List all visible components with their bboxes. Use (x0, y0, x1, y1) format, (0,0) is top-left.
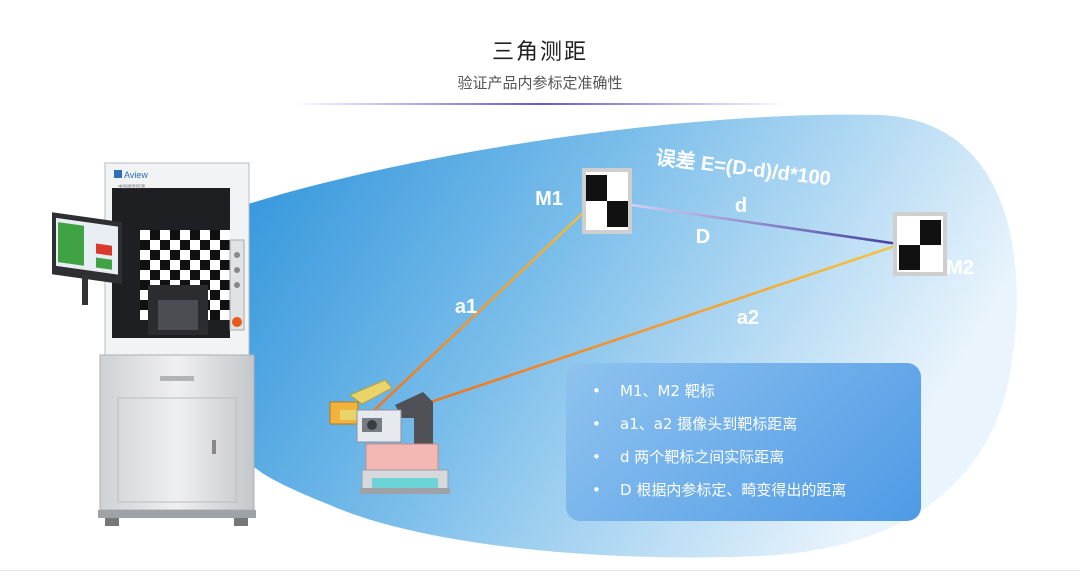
camera-lens-icon (367, 420, 377, 430)
label-a2: a2 (737, 307, 759, 329)
emergency-stop (232, 317, 242, 327)
legend-item: a1、a2 摄像头到靶标距离 (592, 414, 921, 447)
title-underline (290, 103, 790, 105)
label-a1: a1 (455, 296, 477, 318)
label-m2: M2 (946, 257, 974, 279)
legend-item: D 根据内参标定、畸变得出的距离 (592, 480, 921, 513)
control-knob (234, 282, 240, 288)
target-m2 (893, 212, 947, 276)
inspection-machine: Aview 中国视觉检测 (52, 162, 256, 526)
control-knob (234, 252, 240, 258)
d-distance-line (624, 202, 906, 247)
control-knob (234, 267, 240, 273)
aview-logo-icon (114, 170, 122, 178)
legend-box: M1、M2 靶标 a1、a2 摄像头到靶标距离 d 两个靶标之间实际距离 D 根… (566, 363, 921, 521)
label-d-big: D (696, 226, 710, 248)
label-d-small: d (735, 195, 747, 217)
beam-a1 (365, 195, 602, 419)
page-subtitle: 验证产品内参标定准确性 (457, 74, 623, 92)
legend-item: M1、M2 靶标 (592, 381, 921, 414)
machine-brand: Aview (124, 170, 148, 180)
camera-fixture (329, 379, 450, 494)
target-m1 (582, 168, 632, 234)
label-m1: M1 (535, 188, 563, 210)
machine-brand-sub: 中国视觉检测 (118, 183, 145, 190)
beam-a2 (424, 239, 911, 406)
legend-item: d 两个靶标之间实际距离 (592, 447, 921, 480)
page-title: 三角测距 (491, 40, 588, 65)
bottom-divider (0, 570, 1080, 571)
